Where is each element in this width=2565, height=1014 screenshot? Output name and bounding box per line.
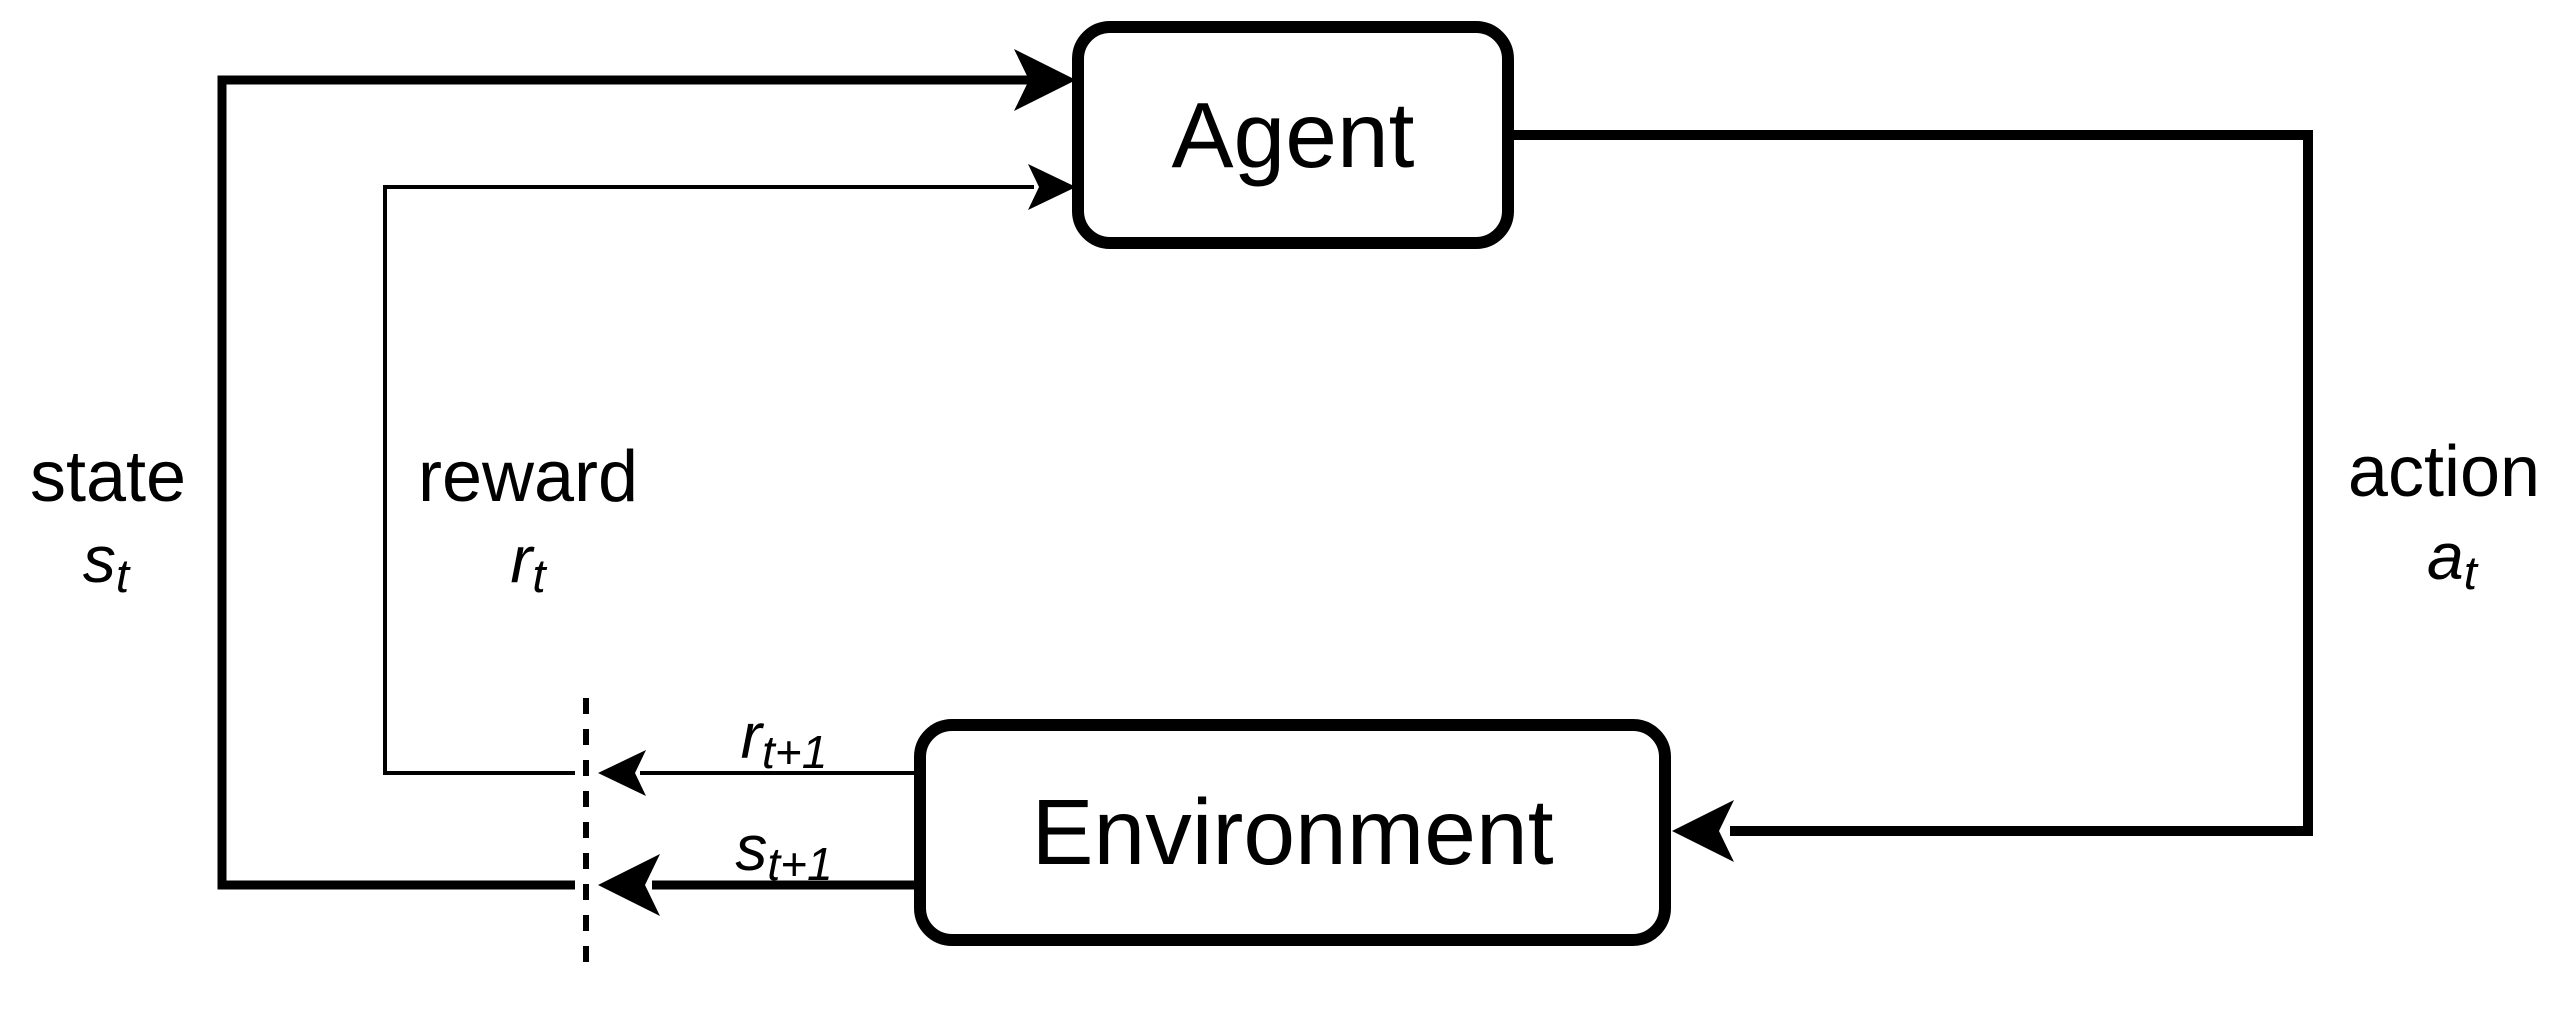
- action-symbol-label: at: [2427, 523, 2477, 598]
- state-loop-line: [217, 75, 1030, 890]
- next-state-arrowhead-icon: [598, 854, 660, 916]
- next-reward-symbol-subscript: t+1: [761, 726, 828, 779]
- state-symbol-main: s: [82, 522, 116, 596]
- action-symbol-main: a: [2427, 519, 2464, 593]
- state-word-label: state: [29, 437, 187, 517]
- next-state-symbol-subscript: t+1: [767, 838, 833, 891]
- next-state-symbol-label: st+1: [735, 816, 832, 887]
- reward-into-agent-arrowhead-icon: [1028, 164, 1076, 210]
- reward-word-label: reward: [417, 437, 639, 517]
- environment-node-label: Environment: [1031, 780, 1554, 884]
- next-reward-arrowhead-icon: [598, 750, 646, 796]
- next-reward-symbol-label: rt+1: [741, 704, 828, 775]
- reward-symbol-main: r: [510, 522, 533, 596]
- state-symbol-subscript: t: [115, 550, 130, 604]
- next-state-symbol-main: s: [735, 812, 768, 884]
- action-symbol-subscript: t: [2463, 547, 2477, 601]
- action-into-environment-arrowhead-icon: [1672, 800, 1734, 862]
- reward-loop-line: [383, 185, 1034, 775]
- state-symbol-label: st: [83, 526, 129, 601]
- state-into-agent-arrowhead-icon: [1014, 49, 1076, 111]
- agent-node: Agent: [1072, 21, 1514, 249]
- reward-symbol-label: rt: [510, 526, 545, 601]
- action-word-label: action: [2347, 432, 2541, 512]
- next-reward-symbol-main: r: [740, 700, 762, 772]
- environment-node: Environment: [914, 719, 1671, 946]
- action-loop-line: [1510, 130, 2313, 836]
- reward-symbol-subscript: t: [532, 550, 546, 604]
- agent-node-label: Agent: [1171, 82, 1415, 187]
